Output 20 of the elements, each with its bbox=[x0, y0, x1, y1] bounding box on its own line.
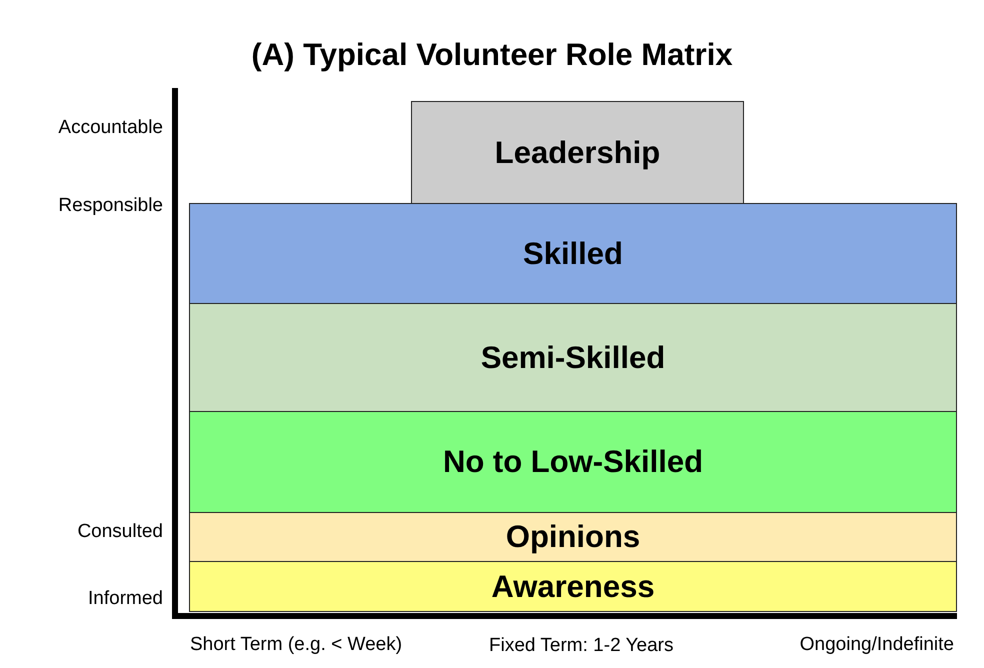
y-axis-label: Consulted bbox=[77, 521, 163, 543]
x-axis-label: Ongoing/Indefinite bbox=[800, 634, 954, 656]
role-band bbox=[189, 411, 957, 513]
band-label: Skilled bbox=[523, 236, 623, 270]
y-axis-label: Accountable bbox=[58, 117, 163, 139]
band-label: Awareness bbox=[491, 570, 655, 604]
band-label: No to Low-Skilled bbox=[442, 445, 704, 479]
x-axis-label: Short Term (e.g. < Week) bbox=[190, 634, 402, 656]
chart-title: (A) Typical Volunteer Role Matrix bbox=[250, 36, 734, 74]
x-axis-label: Fixed Term: 1-2 Years bbox=[489, 635, 674, 657]
y-axis-label: Responsible bbox=[58, 195, 163, 217]
y-axis-label: Informed bbox=[88, 588, 163, 610]
role-band bbox=[189, 561, 957, 612]
band-label: Semi-Skilled bbox=[480, 340, 666, 374]
role-band bbox=[189, 512, 957, 562]
band-label: Leadership bbox=[494, 136, 660, 170]
role-band bbox=[189, 303, 957, 412]
role-band bbox=[189, 203, 957, 304]
band-label: Opinions bbox=[506, 520, 640, 554]
role-band bbox=[411, 101, 744, 204]
